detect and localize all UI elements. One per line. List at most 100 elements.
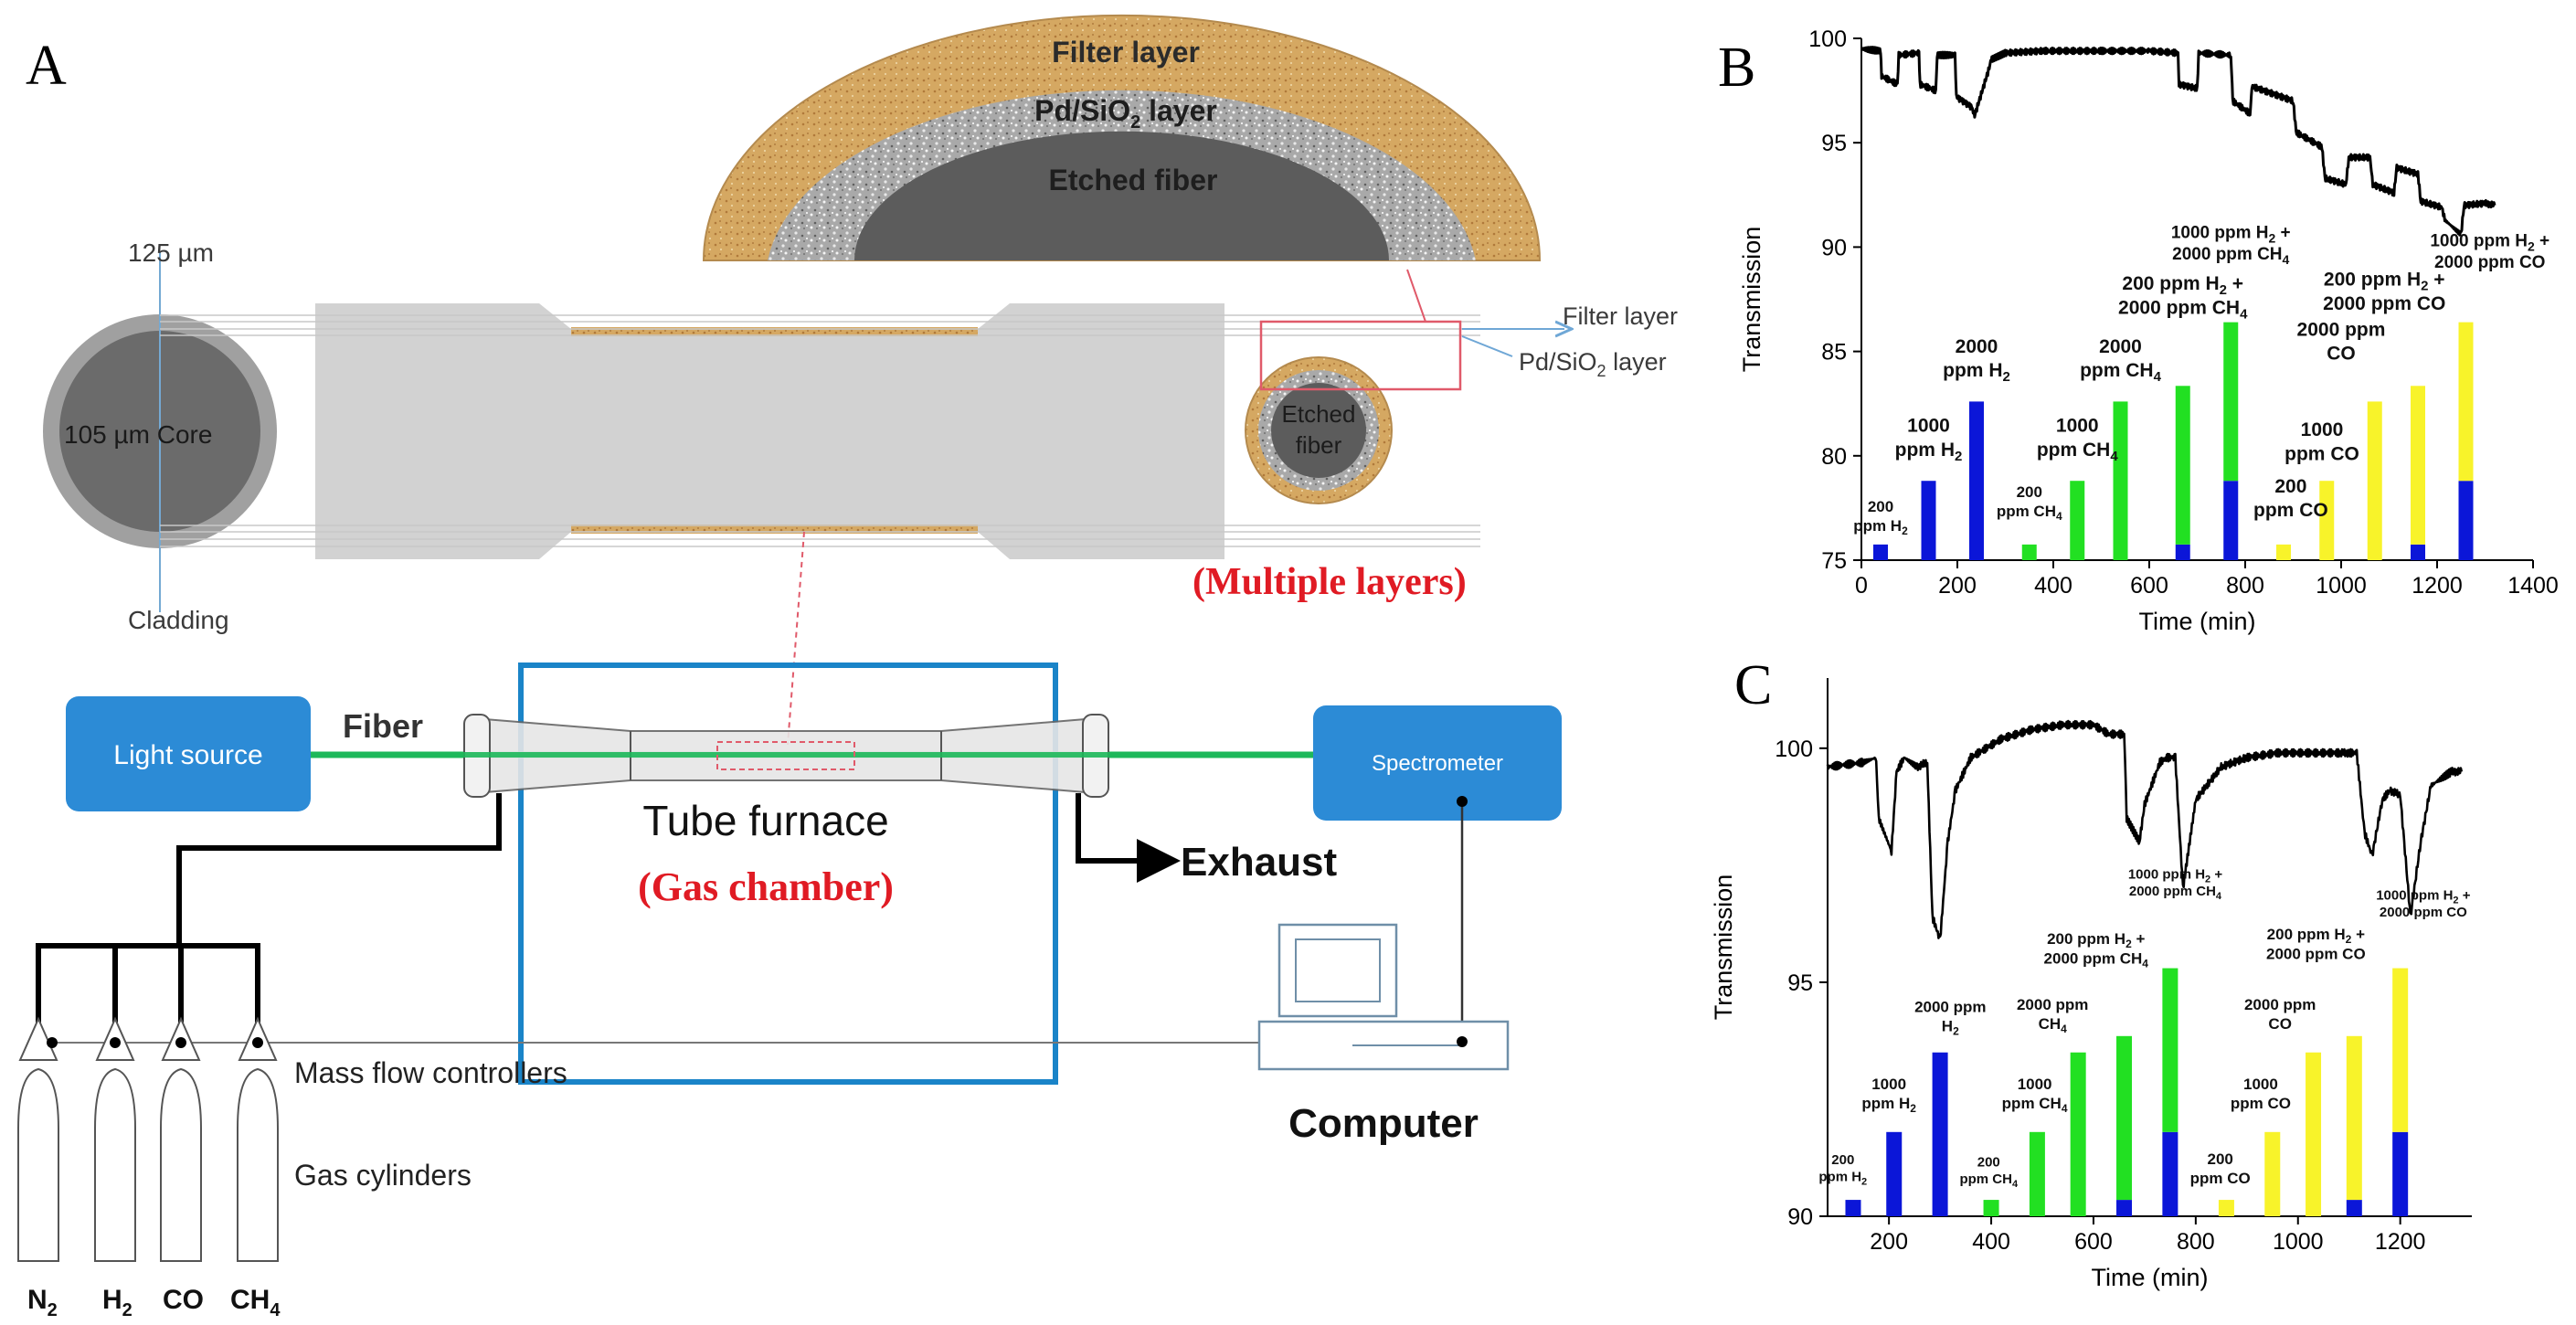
bar-annotation: ppm CH4 xyxy=(1997,503,2062,523)
bar-annotation: 1000 xyxy=(2243,1076,2278,1093)
bar-annotation: 1000 xyxy=(1907,416,1950,437)
bar-annotation: 200 ppm H2 + xyxy=(2324,270,2445,294)
pd-layer-title: Pd/SiO2 layer xyxy=(1034,94,1217,132)
x-tick-label: 1400 xyxy=(2507,573,2559,599)
bar-co xyxy=(2276,544,2291,560)
bar-ch4 xyxy=(2021,544,2037,560)
bar-ch4 xyxy=(2070,481,2085,560)
x-tick-label: 600 xyxy=(2074,1229,2113,1255)
bar-co xyxy=(2367,401,2382,560)
etched-fiber-core xyxy=(854,131,1389,260)
bar-annotation: 1000 xyxy=(2018,1076,2052,1093)
bar-annotation: 1000 xyxy=(2056,416,2099,437)
x-tick-label: 1000 xyxy=(2316,573,2367,599)
bar-annotation: 200 ppm H2 + xyxy=(2047,930,2145,950)
bar-annotation: 1000 ppm H2 + xyxy=(2128,866,2222,885)
tube-furnace-label: Tube furnace xyxy=(642,797,888,844)
x-tick-label: 400 xyxy=(2034,573,2072,599)
light-source-box xyxy=(66,696,311,811)
bar-annotation: ppm CO xyxy=(2253,500,2328,521)
furnace-box xyxy=(518,662,1058,1085)
x-tick-label: 800 xyxy=(2177,1229,2215,1255)
transmission-line xyxy=(1860,46,2496,237)
fiber-body xyxy=(315,303,1224,559)
bar-annotation: 200 xyxy=(2017,483,2042,501)
panel-label-b: B xyxy=(1718,37,1755,99)
bar-annotation: 1000 ppm H2 + xyxy=(2430,231,2549,253)
bar-annotation: 1000 xyxy=(1871,1076,1906,1093)
y-tick-label: 85 xyxy=(1821,340,1847,366)
bar-annotation: ppm H2 xyxy=(1853,517,1908,537)
bar-h2 xyxy=(2392,1131,2409,1216)
transmission-line xyxy=(1826,719,2464,939)
bar-h2 xyxy=(1969,401,1984,560)
x-tick-label: 400 xyxy=(1972,1229,2010,1255)
bar-annotation: ppm CH4 xyxy=(1959,1171,2019,1190)
panel-label-c: C xyxy=(1734,654,1772,716)
y-tick-label: 90 xyxy=(1787,1204,1813,1230)
bar-ch4 xyxy=(2175,386,2190,545)
bar-annotation: 2000 ppm xyxy=(1914,998,1986,1015)
core-label: 105 µm Core xyxy=(64,420,212,449)
x-tick-label: 1200 xyxy=(2375,1229,2426,1255)
bar-annotation: ppm H2 xyxy=(1895,440,1963,464)
bar-annotation: 200 xyxy=(2208,1150,2233,1168)
bar-annotation: ppm CH4 xyxy=(2080,360,2162,385)
diameter-125-label: 125 µm xyxy=(128,238,214,267)
bar-annotation: 1000 xyxy=(2301,419,2344,440)
bar-ch4 xyxy=(2116,1035,2133,1201)
bar-annotation: 200 xyxy=(1868,498,1893,515)
experimental-setup: Light source Spectrometer Fiber Tube fur… xyxy=(17,662,1562,1320)
bar-ch4 xyxy=(1983,1200,1999,1216)
bar-annotation: 2000 ppm xyxy=(2017,996,2088,1013)
panel-a: A Filter layer Pd/SiO2 layer Etched fibe… xyxy=(17,14,1678,1320)
y-tick-label: 90 xyxy=(1821,235,1847,260)
coating-bottom xyxy=(571,525,978,534)
layered-cross-section: Filter layer Pd/SiO2 layer Etched fiber xyxy=(702,14,1542,261)
bar-co xyxy=(2411,386,2425,545)
computer-label: Computer xyxy=(1288,1101,1479,1146)
gas-label-co: CO xyxy=(163,1285,204,1315)
computer-icon xyxy=(1257,923,1510,1071)
bar-annotation: ppm CH4 xyxy=(2002,1095,2068,1115)
bar-annotation: 2000 ppm CH4 xyxy=(2172,245,2289,267)
x-tick-label: 1200 xyxy=(2412,573,2463,599)
bar-annotation: 2000 ppm CO xyxy=(2434,253,2545,272)
gas-label-h2: H2 xyxy=(102,1285,133,1320)
y-tick-label: 100 xyxy=(1775,737,1813,762)
bar-annotation: 2000 ppm CO xyxy=(2266,945,2366,962)
mass-flow-controllers xyxy=(18,1016,278,1061)
y-tick-label: 95 xyxy=(1787,970,1813,996)
bar-h2 xyxy=(1845,1200,1861,1216)
bar-h2 xyxy=(1886,1131,1903,1216)
bar-annotation: 200 ppm H2 + xyxy=(2267,926,2365,946)
bar-ch4 xyxy=(2070,1052,2086,1216)
gas-inlet-line xyxy=(176,793,502,946)
bar-co xyxy=(2392,968,2409,1132)
bar-ch4 xyxy=(2223,322,2239,482)
bar-annotation: ppm CO xyxy=(2231,1095,2291,1112)
bar-annotation: 2000 ppm CO xyxy=(2323,293,2445,314)
bar-co xyxy=(2458,322,2474,482)
exhaust-line xyxy=(1076,793,1181,883)
bar-h2 xyxy=(2346,1200,2362,1216)
bar-annotation: ppm CH4 xyxy=(2037,440,2119,464)
bar-annotation: CO xyxy=(2268,1015,2292,1033)
bar-annotation: ppm H2 xyxy=(1943,360,2010,385)
y-tick-label: 80 xyxy=(1821,444,1847,470)
bar-annotation: 200 xyxy=(2274,476,2306,497)
bar-annotation: 2000 ppm xyxy=(2297,319,2386,340)
gas-cylinders xyxy=(17,1067,279,1262)
pd-layer-arrow xyxy=(1461,335,1513,357)
y-axis-label: Transmission xyxy=(1738,227,1765,373)
bar-annotation: 1000 ppm H2 + xyxy=(2376,887,2470,906)
panel-label-a: A xyxy=(26,35,67,97)
x-axis-label: Time (min) xyxy=(2092,1264,2209,1291)
x-tick-label: 200 xyxy=(1870,1229,1908,1255)
y-axis-label: Transmission xyxy=(1710,874,1737,1021)
